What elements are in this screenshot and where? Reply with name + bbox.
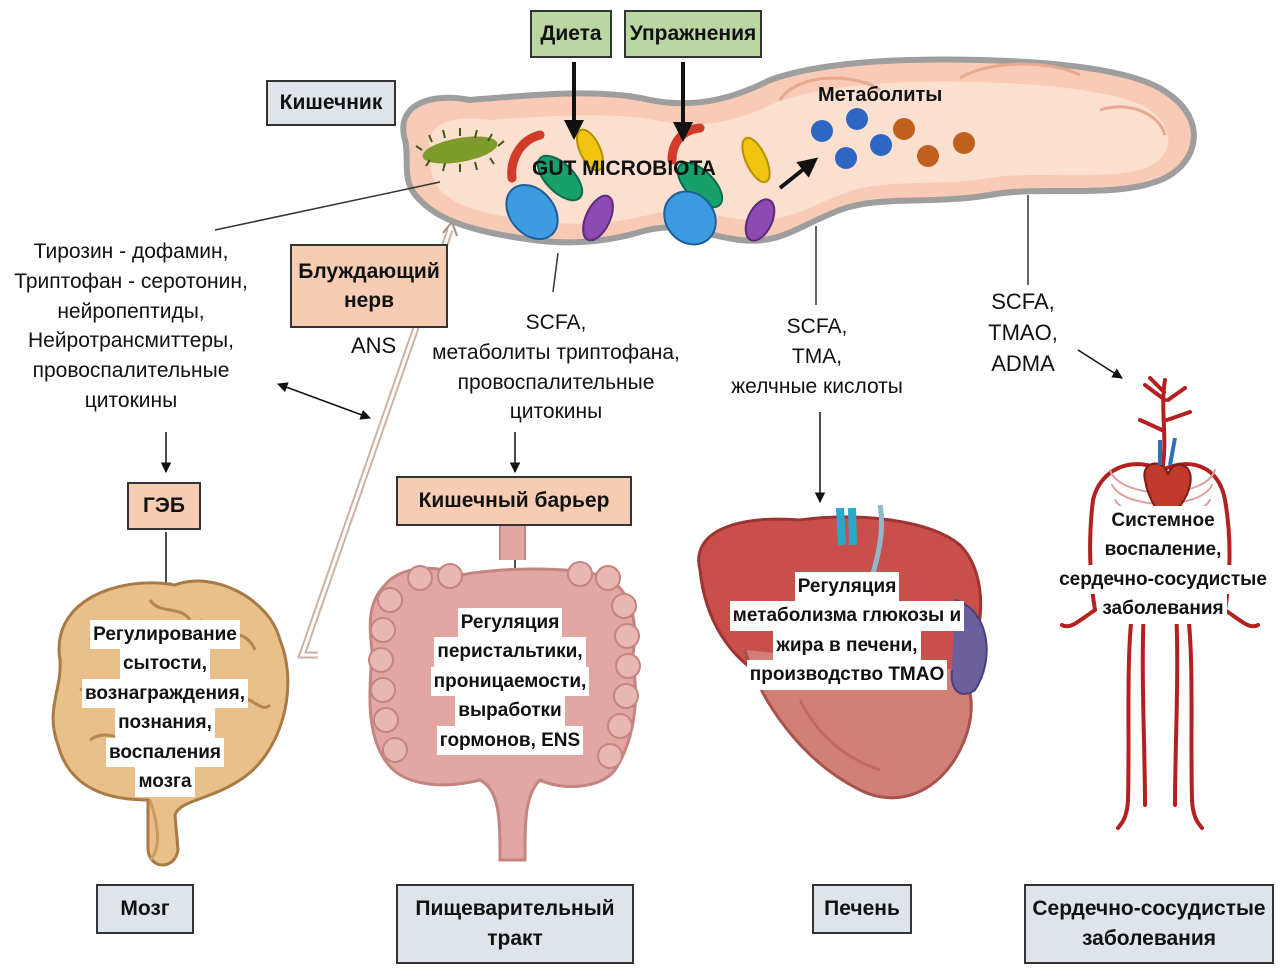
liver-signal-line: желчные кислоты — [731, 374, 903, 398]
brain-effect-line: Регулирование — [90, 620, 240, 650]
cv-signal-line: SCFA, — [991, 289, 1055, 314]
brain-signal-line: Триптофан - серотонин, — [14, 269, 248, 293]
brain-effect-line: воспаления — [105, 737, 225, 768]
gi-signals-text: SCFA, метаболиты триптофана, провоспалит… — [408, 308, 704, 427]
liver-organ-box: Печень — [812, 884, 912, 934]
gi-organ-line: Пищеварительный — [415, 896, 615, 920]
bacteria-icon — [415, 123, 776, 246]
exercise-box: Упражнения — [624, 10, 762, 58]
gi-signal-line: метаболиты триптофана, — [432, 340, 680, 364]
gut-label-box: Кишечник — [266, 80, 396, 126]
diet-box: Диета — [530, 10, 612, 58]
cv-effect-line: Системное — [1108, 506, 1218, 536]
liver-signals-text: SCFA, TMA, желчные кислоты — [712, 312, 922, 401]
cv-organ-box: Сердечно-сосудистые заболевания — [1024, 884, 1274, 964]
input-arrows — [564, 62, 819, 190]
gi-effect-line: Регуляция — [457, 608, 563, 638]
cv-effects-text: Системное воспаление, сердечно-сосудисты… — [1046, 506, 1280, 624]
cv-organ-line: Сердечно-сосудистые — [1032, 896, 1266, 920]
liver-effect-line: Регуляция — [794, 572, 900, 602]
gi-signal-line: провоспалительные — [457, 370, 655, 394]
gi-organ-box: Пищеварительный тракт — [396, 884, 634, 964]
cv-signal-line: ADMA — [991, 351, 1055, 377]
cv-signals-text: SCFA, TMAO, ADMA — [964, 286, 1082, 380]
gi-effects-text: Регуляция перистальтики, проницаемости, … — [398, 608, 622, 756]
cv-effect-line: сердечно-сосудистые — [1056, 564, 1270, 595]
liver-effects-text: Регуляция метаболизма глюкозы и жира в п… — [712, 572, 982, 690]
liver-effect-line: производство TMAO — [746, 660, 948, 690]
cv-organ-line: заболевания — [1081, 927, 1217, 950]
gi-effect-line: перистальтики, — [434, 637, 586, 667]
gut-microbiota-label: GUT MICROBIOTA — [532, 157, 716, 180]
brain-signal-line: Нейротрансмиттеры, — [27, 329, 234, 353]
vagus-nerve-box: Блуждающий нерв — [290, 244, 448, 328]
flow-arrows — [160, 349, 1123, 594]
brain-signals-text: Тирозин - дофамин, Триптофан - серотонин… — [0, 237, 262, 416]
brain-effects-text: Регулирование сытости, вознаграждения, п… — [60, 620, 270, 797]
brain-effect-line: мозга — [135, 767, 195, 797]
gi-effect-line: гормонов, ENS — [436, 725, 584, 756]
metabolite-dots — [811, 108, 975, 169]
brain-effect-line: познания, — [115, 708, 215, 738]
ans-label: ANS — [351, 333, 397, 358]
connector-lines — [214, 181, 1029, 305]
vagus-line-1: Блуждающий — [298, 259, 440, 283]
brain-effect-line: сытости, — [119, 649, 211, 679]
gi-signal-line: SCFA, — [525, 311, 587, 334]
brain-effect-line: вознаграждения, — [82, 678, 248, 709]
vagus-line-2: нерв — [343, 289, 395, 312]
gi-effect-line: проницаемости, — [430, 666, 590, 697]
gi-effect-line: выработки — [455, 696, 565, 726]
liver-effect-line: метаболизма глюкозы и — [729, 601, 965, 631]
cv-signal-line: TMAO, — [988, 320, 1058, 346]
intestinal-barrier-box: Кишечный барьер — [396, 476, 632, 526]
liver-signal-line: SCFA, — [786, 315, 848, 338]
liver-signal-line: TMA, — [791, 344, 843, 368]
brain-signal-line: Тирозин - дофамин, — [33, 240, 229, 263]
brain-signal-line: цитокины — [84, 389, 178, 413]
gi-signal-line: цитокины — [509, 400, 603, 424]
vagus-nerve-arrow — [297, 219, 458, 659]
brain-signal-line: провоспалительные — [32, 359, 230, 383]
bbb-box: ГЭБ — [127, 482, 201, 530]
brain-organ-box: Мозг — [96, 884, 194, 934]
cv-effect-line: заболевания — [1099, 594, 1227, 624]
liver-effect-line: жира в печени, — [773, 630, 921, 661]
brain-signal-line: нейропептиды, — [57, 299, 205, 323]
cv-effect-line: воспаление, — [1101, 535, 1225, 565]
metabolites-label: Метаболиты — [818, 84, 943, 106]
gi-organ-line: тракт — [487, 927, 543, 950]
